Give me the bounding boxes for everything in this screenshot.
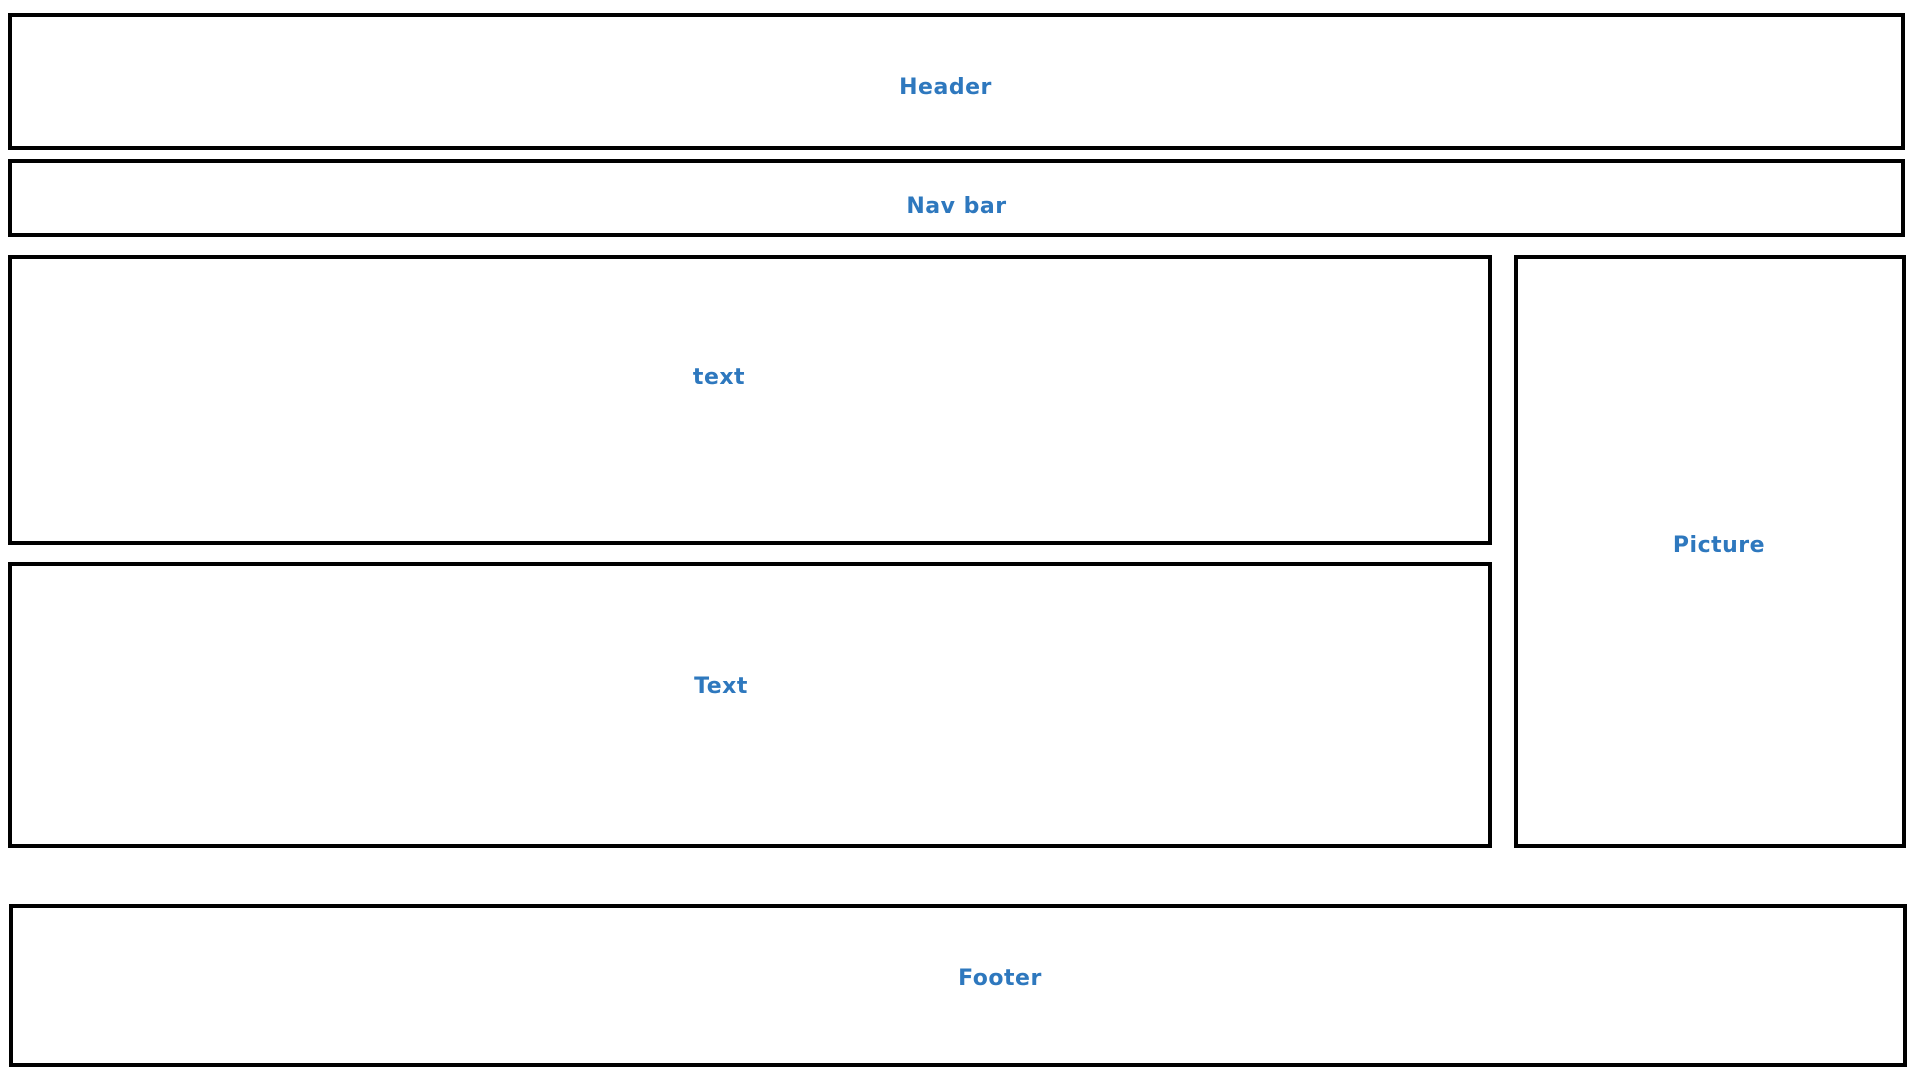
footer-box: Footer	[9, 904, 1907, 1067]
text-bottom-label: Text	[694, 673, 748, 699]
text-bottom-box: Text	[8, 562, 1492, 848]
text-top-box: text	[8, 255, 1492, 545]
navbar-box: Nav bar	[8, 159, 1905, 237]
footer-label: Footer	[958, 966, 1042, 991]
text-top-label: text	[692, 364, 746, 390]
header-box: Header	[8, 13, 1905, 150]
picture-label: Picture	[1672, 533, 1766, 558]
navbar-label: Nav bar	[906, 193, 1007, 219]
picture-box: Picture	[1514, 255, 1906, 848]
header-label: Header	[899, 75, 992, 100]
